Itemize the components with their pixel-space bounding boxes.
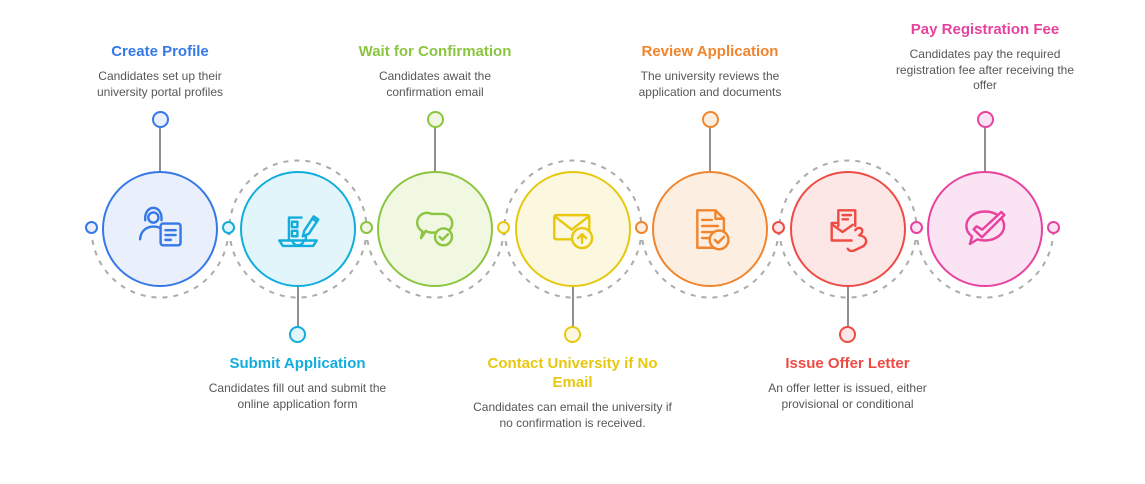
step-description: An offer letter is issued, either provis… <box>768 381 927 411</box>
junction-dot <box>772 220 786 234</box>
step-submit-application: Submit Application Candidates fill out a… <box>193 0 403 484</box>
step-description: The university reviews the application a… <box>638 69 782 99</box>
step-title: Issue Offer Letter <box>785 355 910 372</box>
step-circle <box>102 171 218 287</box>
offer-letter-hand-icon <box>829 209 867 253</box>
step-circle <box>927 171 1043 287</box>
step-text-block: Pay Registration Fee Candidates pay the … <box>880 20 1090 94</box>
step-text-block: Contact University if No Email Candidate… <box>468 354 678 431</box>
connector-line <box>984 127 986 173</box>
step-circle <box>377 171 493 287</box>
step-circle <box>652 171 768 287</box>
step-issue-offer-letter: Issue Offer Letter An offer letter is is… <box>743 0 953 484</box>
connector-line <box>846 287 849 327</box>
step-review-application: Review Application The university review… <box>605 0 815 484</box>
mail-upload-icon <box>552 213 593 250</box>
step-title: Review Application <box>641 43 779 60</box>
step-title: Submit Application <box>229 355 366 372</box>
step-title: Pay Registration Fee <box>910 21 1060 38</box>
terminal-dot <box>976 110 994 128</box>
step-pay-registration-fee: Pay Registration Fee Candidates pay the … <box>880 0 1090 484</box>
junction-dot <box>497 220 511 234</box>
connector-line <box>159 127 161 173</box>
step-text-block: Submit Application Candidates fill out a… <box>193 354 403 412</box>
chat-big-check-icon <box>965 210 1006 246</box>
step-title: Wait for Confirmation <box>358 43 512 60</box>
step-description: Candidates await the confirmation email <box>378 69 492 99</box>
step-wait-for-confirmation: Wait for Confirmation Candidates await t… <box>330 0 540 484</box>
person-profile-card-icon <box>138 206 182 247</box>
terminal-dot <box>289 325 306 343</box>
document-check-icon <box>696 209 730 251</box>
connector-line <box>709 127 711 173</box>
connector-line <box>296 287 299 327</box>
laptop-pencil-icon <box>277 215 320 248</box>
terminal-dot <box>839 325 856 343</box>
step-circle <box>514 171 631 287</box>
terminal-dot <box>701 110 719 128</box>
junction-dot <box>84 220 98 234</box>
step-description: Candidates pay the required registration… <box>895 47 1075 92</box>
junction-dot <box>634 220 648 234</box>
terminal-dot <box>151 110 169 128</box>
connector-line <box>434 127 436 173</box>
step-title: Create Profile <box>111 43 209 60</box>
chat-check-icon <box>416 211 454 247</box>
step-description: Candidates can email the university if n… <box>473 400 672 430</box>
step-circle <box>239 171 356 287</box>
terminal-dot <box>564 325 581 343</box>
step-circle <box>789 171 906 287</box>
step-text-block: Issue Offer Letter An offer letter is is… <box>743 354 953 412</box>
terminal-dot <box>426 110 444 128</box>
step-title: Contact University if No Email <box>487 355 658 391</box>
step-create-profile: Create Profile Candidates set up their u… <box>55 0 265 484</box>
step-text-block: Create Profile Candidates set up their u… <box>55 42 265 100</box>
junction-dot <box>359 220 373 234</box>
junction-dot <box>222 220 236 234</box>
connector-line <box>571 287 574 327</box>
step-contact-university: Contact University if No Email Candidate… <box>468 0 678 484</box>
step-text-block: Review Application The university review… <box>605 42 815 100</box>
step-text-block: Wait for Confirmation Candidates await t… <box>330 42 540 100</box>
junction-dot <box>1047 220 1061 234</box>
junction-dot <box>909 220 923 234</box>
step-description: Candidates set up their university porta… <box>96 69 224 99</box>
step-description: Candidates fill out and submit the onlin… <box>208 381 387 411</box>
